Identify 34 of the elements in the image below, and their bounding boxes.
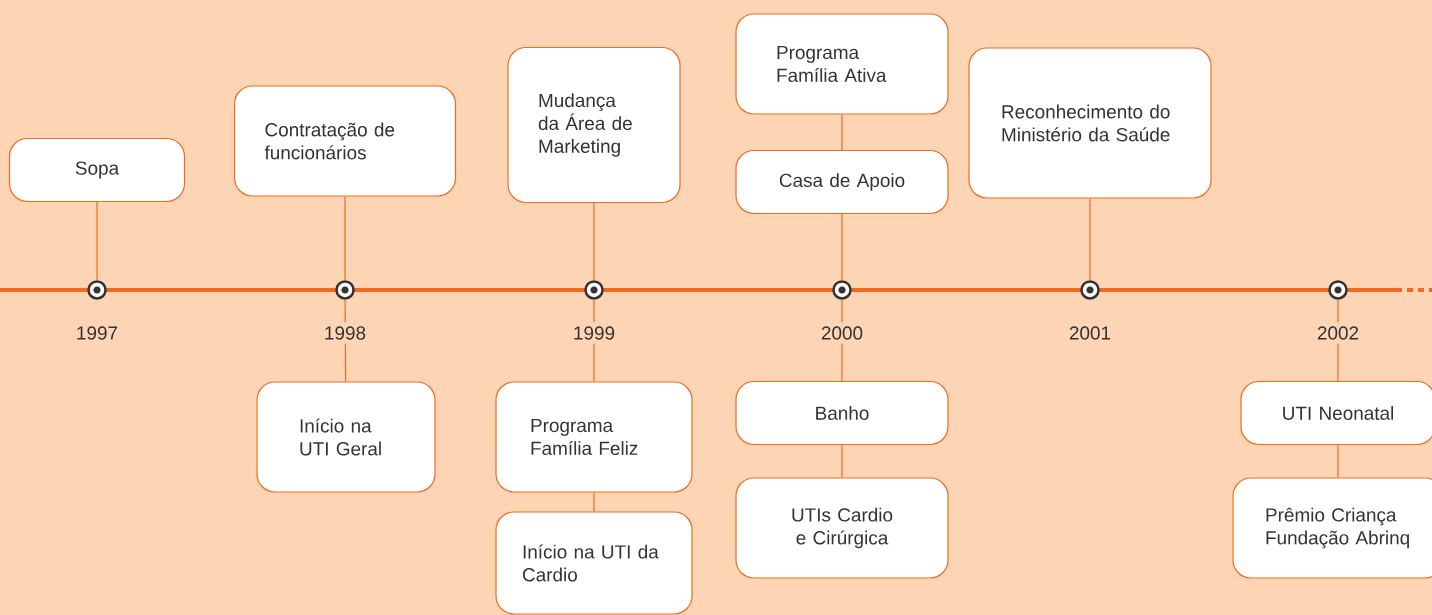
- connector-line: [96, 201, 98, 281]
- connector-line: [1089, 198, 1091, 281]
- connector-line: [593, 202, 595, 281]
- connector-line: [841, 114, 843, 151]
- timeline-marker: [335, 280, 355, 300]
- event-box: UTI Neonatal: [1240, 380, 1432, 446]
- timeline-marker: [584, 280, 604, 300]
- event-box: UTIs Cardio e Cirúrgica: [735, 477, 949, 579]
- connector-line: [593, 492, 595, 512]
- connector-line: [344, 196, 346, 281]
- connector-line: [841, 213, 843, 281]
- timeline-marker: [1328, 280, 1348, 300]
- connector-line: [1337, 444, 1339, 478]
- timeline-marker: [1080, 280, 1100, 300]
- year-label: 1997: [72, 322, 122, 344]
- year-label: 2002: [1313, 322, 1363, 344]
- event-box: Programa Família Ativa: [735, 13, 949, 115]
- event-box: Mudança da Área de Marketing: [507, 46, 681, 204]
- event-box: Reconhecimento do Ministério da Saúde: [968, 47, 1212, 199]
- event-box: Casa de Apoio: [735, 149, 949, 215]
- event-box: Banho: [735, 380, 949, 446]
- event-box: Prêmio Criança Fundação Abrinq: [1232, 477, 1432, 579]
- event-box: Contratação de funcionários: [233, 85, 457, 197]
- timeline-marker: [87, 280, 107, 300]
- event-box: Programa Família Feliz: [495, 381, 693, 493]
- year-label: 2001: [1065, 322, 1115, 344]
- year-label: 1999: [569, 322, 619, 344]
- event-box: Início na UTI Geral: [256, 381, 436, 493]
- year-label: 2000: [817, 322, 867, 344]
- timeline-marker: [832, 280, 852, 300]
- connector-line: [841, 444, 843, 478]
- year-label: 1998: [320, 322, 370, 344]
- event-box: Início na UTI da Cardio: [495, 511, 693, 615]
- event-box: Sopa: [8, 137, 186, 203]
